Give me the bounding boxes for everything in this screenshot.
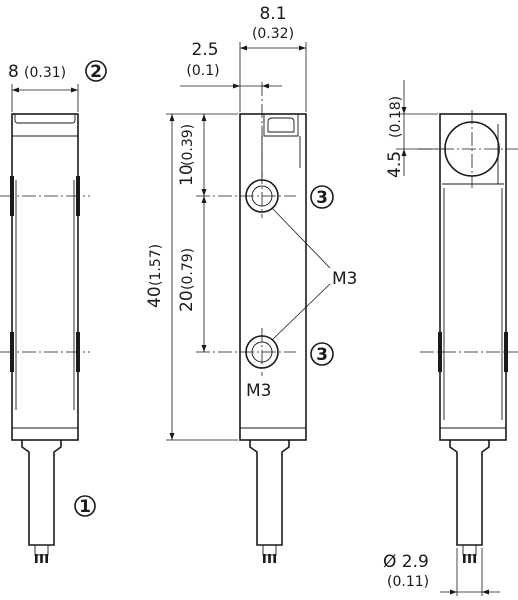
callout-circle-1 (74, 495, 96, 517)
height-total-inch: (1.57) (148, 244, 164, 286)
height-total-value: 40 (145, 286, 165, 308)
lens-view: 4.5 (0.18) Ø 2.9 (0.11) (383, 80, 518, 596)
cable-diameter-inch: (0.11) (387, 574, 429, 590)
hole-spacing-value: 20 (177, 290, 197, 312)
thread-label-upper: M3 (332, 269, 357, 289)
callout-1-label: 1 (79, 497, 91, 517)
top-to-hole-value: 10 (177, 164, 197, 186)
top-to-hole-inch: (0.39) (180, 124, 196, 166)
callout-2-label: 2 (90, 62, 102, 82)
side-width-value: 8 (8, 62, 19, 82)
front-width-value: 8.1 (259, 4, 286, 24)
hole-spacing-inch: (0.79) (180, 248, 196, 290)
cable-diameter-value: Ø 2.9 (383, 552, 429, 572)
thread-label-lower: M3 (246, 381, 271, 401)
side-width-inch: (0.31) (24, 65, 66, 81)
lens-offset-value: 4.5 (385, 151, 405, 178)
callout-circle-3b (310, 342, 334, 366)
lens-view-body (439, 113, 507, 441)
hole-offset-value: 2.5 (191, 40, 218, 60)
callout-3b-label: 3 (316, 345, 328, 365)
callout-3a-label: 3 (316, 188, 328, 208)
lens-offset-inch: (0.18) (388, 96, 404, 138)
callout-circle-2 (85, 60, 107, 82)
front-view-body (239, 113, 307, 441)
side-view-body (11, 113, 79, 441)
side-view: 8 (0.31) 2 1 (0, 60, 107, 563)
callout-circle-3a (310, 185, 334, 209)
front-view: 8.1 (0.32) 2.5 (0.1) 40 (1.57) 10 (0.39)… (145, 4, 357, 563)
front-width-inch: (0.32) (252, 26, 294, 42)
hole-offset-inch: (0.1) (186, 63, 219, 79)
